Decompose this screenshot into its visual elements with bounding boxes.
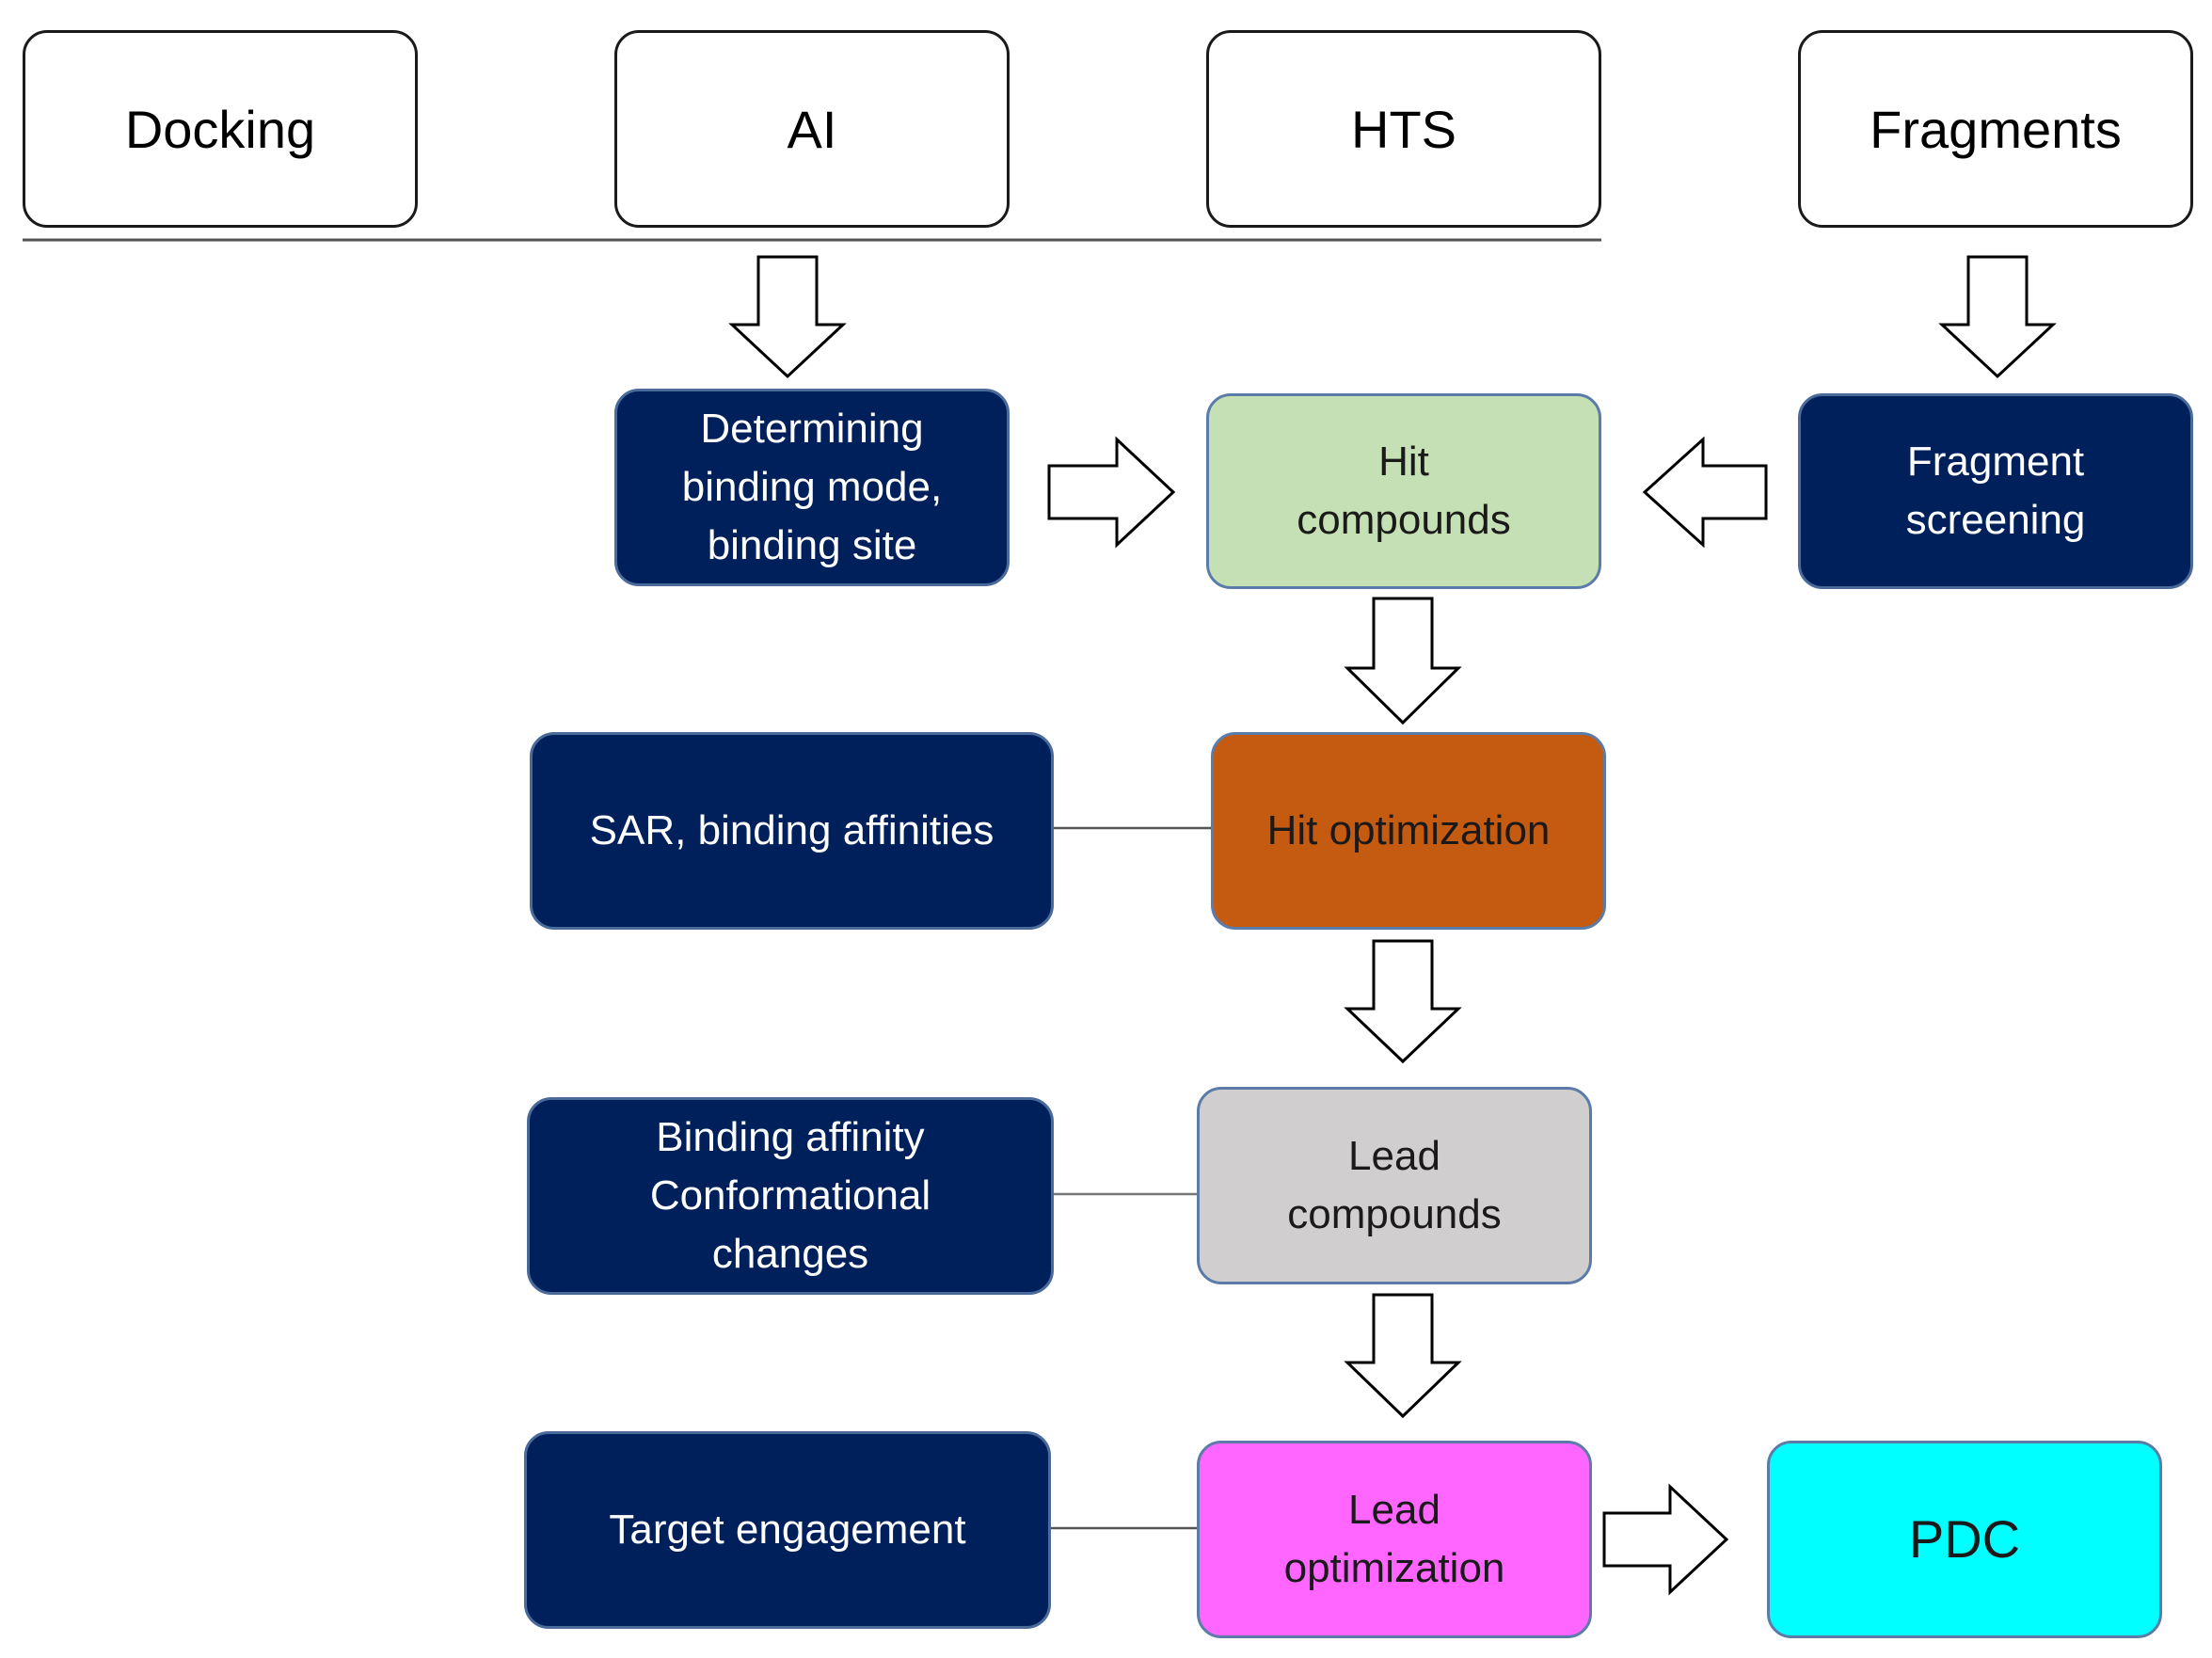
sar-box: SAR, binding affinities <box>530 732 1054 930</box>
method-fragments-label: Fragments <box>1870 99 2122 159</box>
arrow-binding-mode-to-hit <box>1047 436 1176 549</box>
pdc-box: PDC <box>1767 1441 2162 1638</box>
lead-optimization-label: Lead optimization <box>1283 1487 1505 1591</box>
sar-label: SAR, binding affinities <box>589 807 995 853</box>
binding-affinity-label: Binding affinity Conformational changes <box>649 1114 931 1277</box>
method-hts-label: HTS <box>1351 99 1456 159</box>
pdc-label: PDC <box>1908 1509 2021 1569</box>
binding-mode-label: Determining binding mode, binding site <box>681 406 943 568</box>
fragment-screening-label: Fragment screening <box>1905 438 2086 543</box>
lead-compounds-box: Lead compounds <box>1197 1087 1592 1284</box>
method-hts: HTS <box>1206 30 1601 228</box>
hit-compounds-box: Hit compounds <box>1206 393 1601 589</box>
method-docking-label: Docking <box>124 99 316 159</box>
target-engagement-box: Target engagement <box>524 1431 1051 1629</box>
lead-optimization-box: Lead optimization <box>1197 1441 1592 1638</box>
arrow-fragments-to-screening <box>1938 255 2057 379</box>
binding-affinity-box: Binding affinity Conformational changes <box>527 1097 1054 1295</box>
binding-mode-box: Determining binding mode, binding site <box>614 389 1010 586</box>
method-docking: Docking <box>23 30 418 228</box>
method-ai: AI <box>614 30 1010 228</box>
fragment-screening-box: Fragment screening <box>1798 393 2193 589</box>
hit-compounds-label: Hit compounds <box>1297 438 1511 543</box>
hit-optimization-label: Hit optimization <box>1266 807 1551 853</box>
arrow-screening-to-hit <box>1642 436 1768 549</box>
arrow-hit-optimization-to-lead <box>1344 939 1462 1064</box>
arrow-lead-to-lead-optimization <box>1344 1293 1462 1419</box>
arrow-ai-to-binding-mode <box>728 255 847 379</box>
arrow-hit-to-hit-optimization <box>1344 597 1462 725</box>
lead-compounds-label: Lead compounds <box>1287 1133 1502 1237</box>
method-ai-label: AI <box>787 99 837 159</box>
method-fragments: Fragments <box>1798 30 2193 228</box>
target-engagement-label: Target engagement <box>609 1507 966 1553</box>
hit-optimization-box: Hit optimization <box>1211 732 1606 930</box>
arrow-lead-optimization-to-pdc <box>1602 1483 1729 1596</box>
